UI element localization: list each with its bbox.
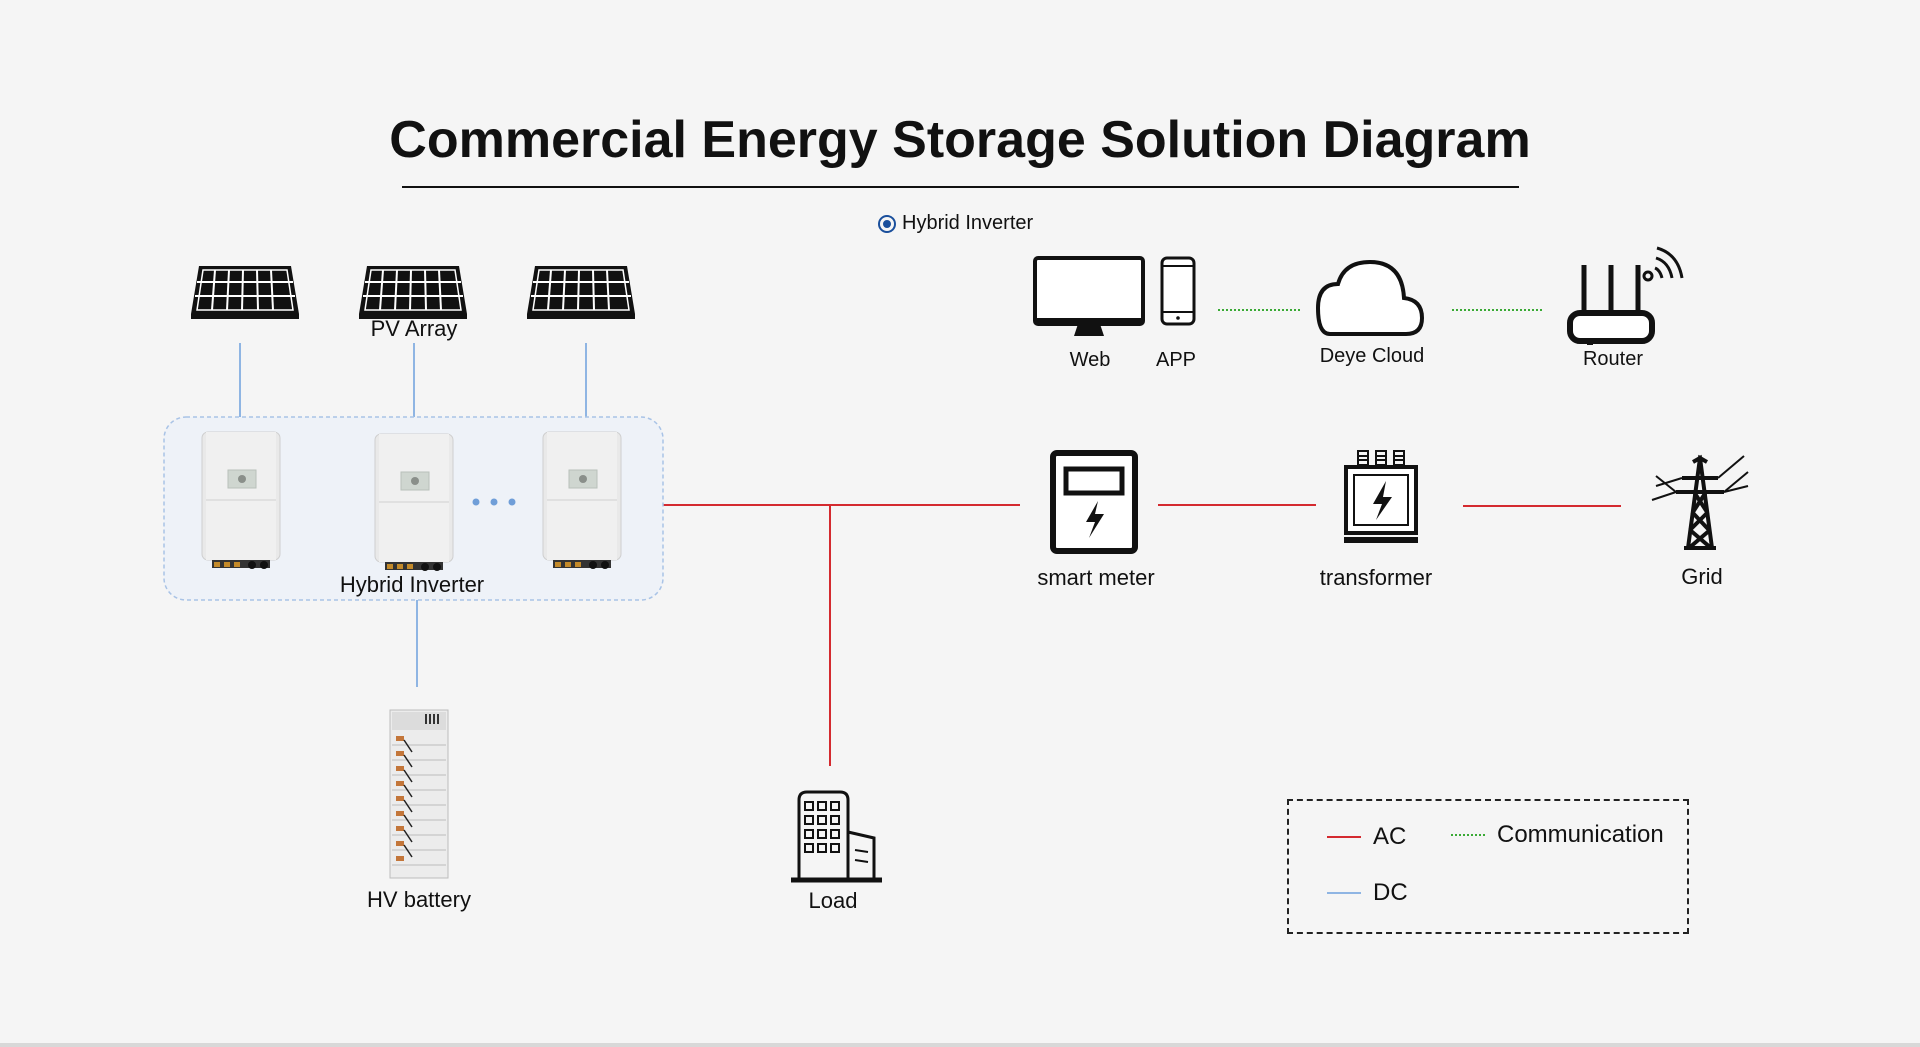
cloud-label: Deye Cloud <box>1319 345 1425 367</box>
router-label: Router <box>1582 348 1644 370</box>
radio-icon <box>878 214 896 233</box>
pv-array-label: PV Array <box>370 316 458 341</box>
solar-panel-icon <box>190 265 300 320</box>
web-label: Web <box>1069 349 1111 371</box>
transformer-icon <box>1344 450 1418 543</box>
ac-lines <box>663 504 1621 766</box>
legend-item-dc: DC <box>1327 879 1408 907</box>
grid-label: Grid <box>1681 564 1723 589</box>
legend-dc-label: DC <box>1373 879 1408 906</box>
app-label: APP <box>1155 349 1197 371</box>
pylon-icon <box>1651 454 1749 550</box>
hybrid-inverter-label: Hybrid Inverter <box>339 572 485 597</box>
inverter-icon <box>201 431 281 570</box>
router-icon <box>1567 246 1684 345</box>
solar-panel-icon <box>526 265 636 320</box>
inverter-icon <box>542 431 622 570</box>
page-title: Commercial Energy Storage Solution Diagr… <box>389 111 1531 169</box>
dc-lines <box>239 343 587 687</box>
transformer-label: transformer <box>1319 565 1433 590</box>
bottom-rule <box>0 1043 1920 1047</box>
ellipsis-icon <box>472 498 516 506</box>
hv-battery-label: HV battery <box>367 887 471 912</box>
smart-meter-label: smart meter <box>1037 565 1155 590</box>
legend-item-communication: Communication <box>1451 821 1664 849</box>
monitor-icon <box>1033 256 1145 336</box>
smart-meter-icon <box>1050 450 1138 554</box>
legend-communication-label: Communication <box>1497 821 1664 848</box>
communication-swatch <box>1451 834 1485 836</box>
phone-icon <box>1160 256 1196 326</box>
legend-item-ac: AC <box>1327 823 1406 851</box>
battery-rack-icon <box>389 709 449 879</box>
legend-ac-label: AC <box>1373 823 1407 850</box>
dc-swatch <box>1327 892 1361 894</box>
legend: AC Communication DC <box>1287 799 1689 934</box>
cloud-icon <box>1315 259 1425 336</box>
header-tag: Hybrid Inverter <box>878 212 1033 235</box>
ac-swatch <box>1327 836 1361 838</box>
inverter-icon <box>374 433 454 572</box>
building-icon <box>791 790 882 883</box>
header-tag-label: Hybrid Inverter <box>902 212 1034 234</box>
title-underline <box>402 186 1519 188</box>
load-label: Load <box>808 888 858 913</box>
solar-panel-icon <box>358 265 468 320</box>
